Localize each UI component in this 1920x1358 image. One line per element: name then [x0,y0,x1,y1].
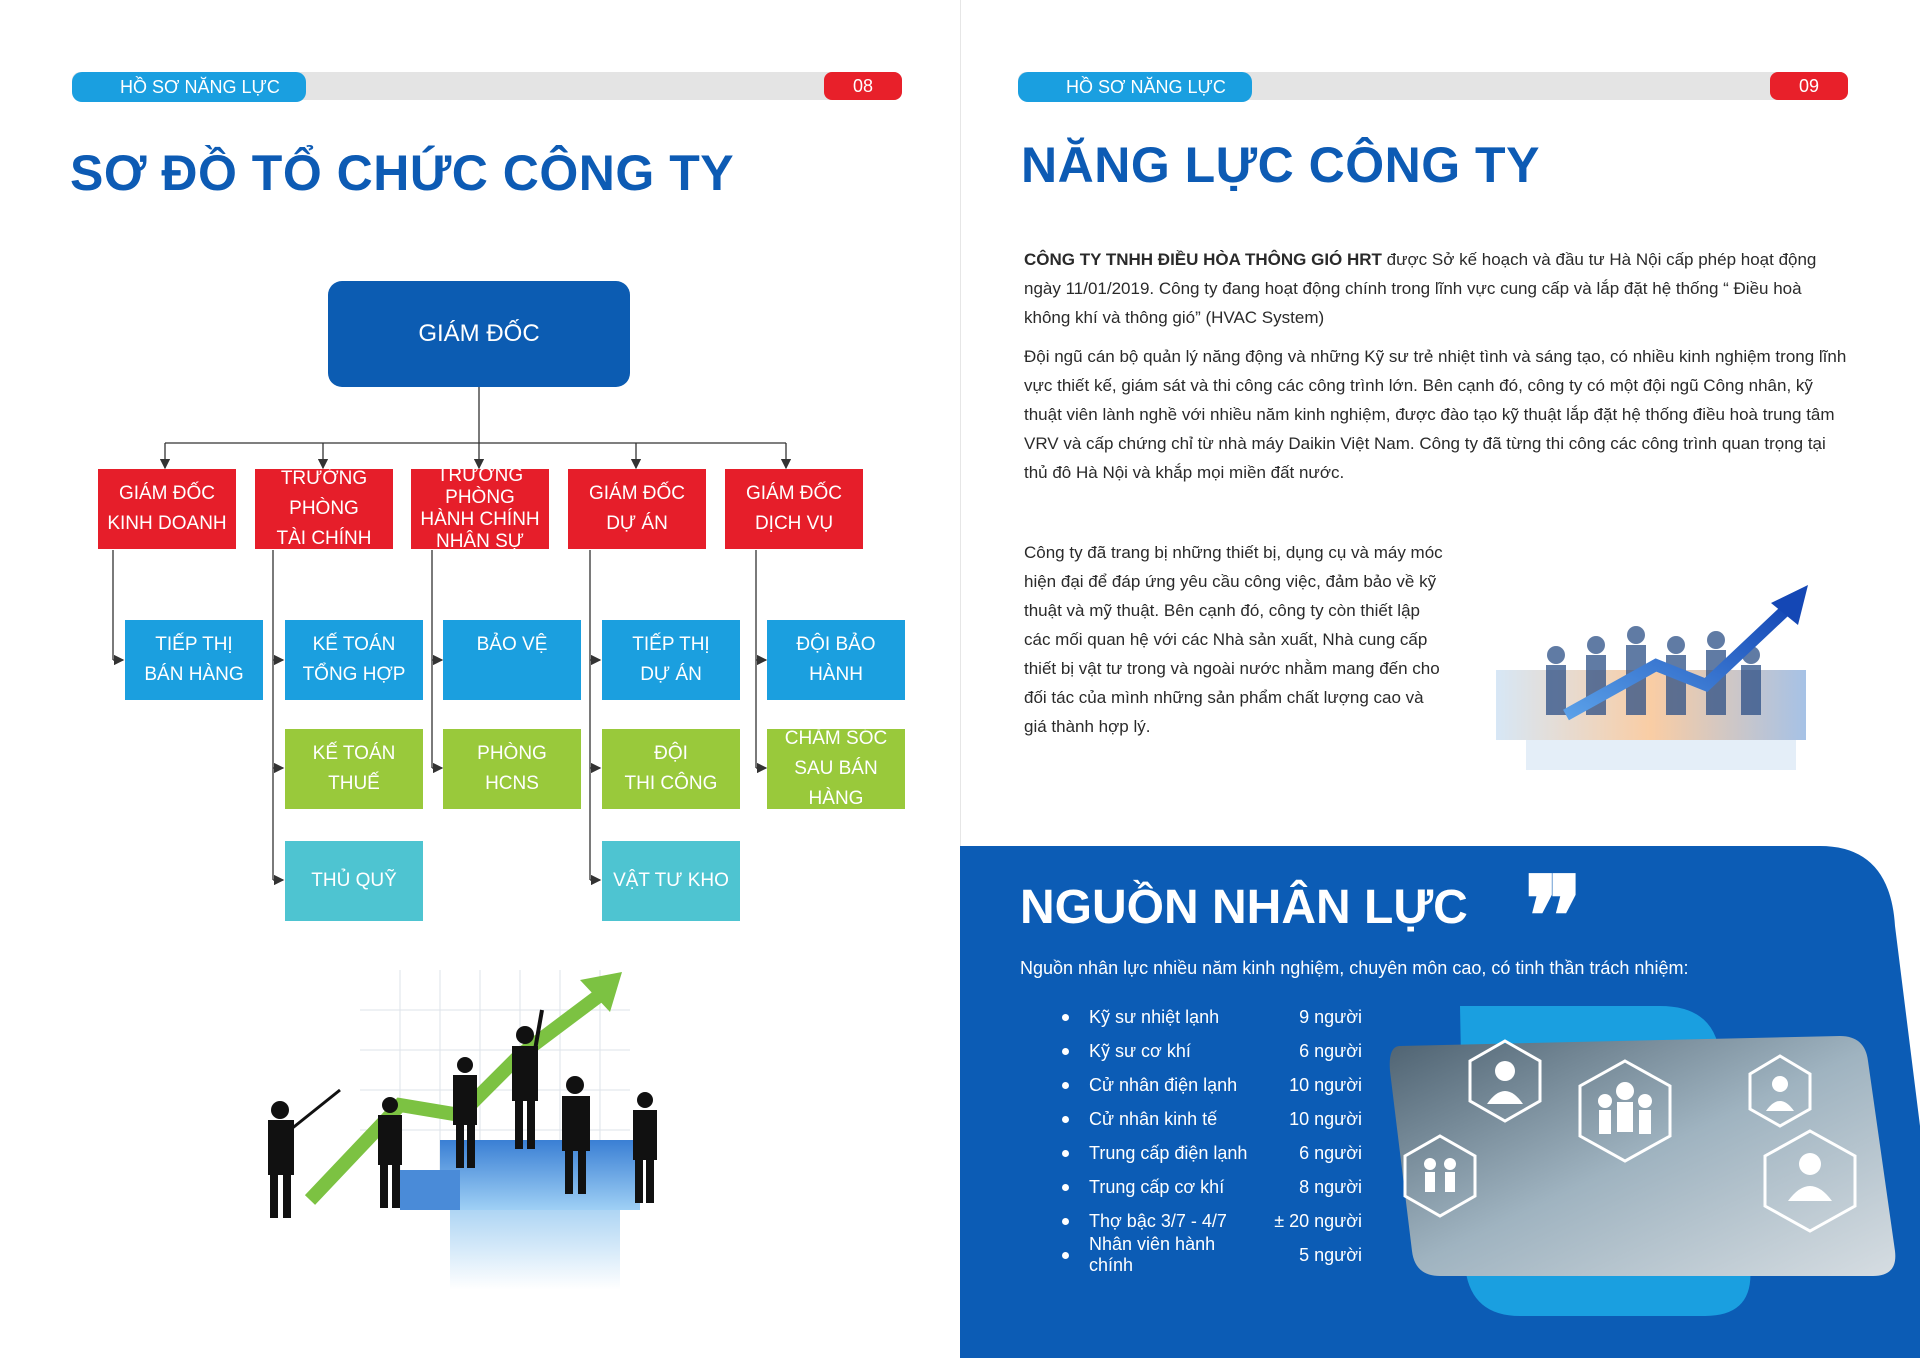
team-growth-arrow-icon [1496,585,1808,770]
list-item: Cử nhân kinh tế 10 người [1062,1102,1362,1136]
staff-count: 6 người [1299,1040,1362,1061]
bullet-icon [1062,1217,1069,1225]
quote-mark-icon: ❞ [1524,852,1584,981]
org-connectors [112,386,792,886]
bullet-icon [1062,1183,1069,1191]
staff-role: Cử nhân điện lạnh [1089,1074,1238,1095]
page-title: SƠ ĐỒ TỔ CHỨC CÔNG TY [70,145,735,201]
staff-count: 6 người [1299,1142,1362,1163]
staff-role: Kỹ sư nhiệt lạnh [1089,1006,1220,1027]
business-team-growth-chart-icon [268,970,657,1290]
org-project-director: GIÁM ĐỐC DỰ ÁN [568,469,706,549]
bullet-icon [1062,1115,1069,1123]
org-admin-hr-dept: PHÒNG HCNS [443,729,581,809]
staff-count: 10 người [1289,1108,1362,1129]
org-warranty-team: ĐỘI BẢO HÀNH [767,620,905,700]
org-hr-head: TRƯỞNG PHÒNG HÀNH CHÍNH NHÂN SỰ [411,465,549,552]
page-number: 09 [1770,72,1848,100]
list-item: Thợ bậc 3/7 - 4/7 ± 20 người [1062,1204,1362,1238]
left-page: HỒ SƠ NĂNG LỰC 08 SƠ ĐỒ TỔ CHỨC CÔNG TY [70,72,905,1290]
bullet-icon [1062,1047,1069,1055]
org-general-accounting: KẾ TOÁN TỔNG HỢP [285,620,423,700]
list-item: Kỹ sư nhiệt lạnh 9 người [1062,1000,1362,1034]
org-construction-team: ĐỘI THI CÔNG [602,729,740,809]
company-name: CÔNG TY TNHH ĐIỀU HÒA THÔNG GIÓ HRT [1024,250,1382,269]
header-tag: HỒ SƠ NĂNG LỰC [1018,72,1252,102]
org-customer-care: CHĂM SÓC SAU BÁN HÀNG [767,728,905,809]
hr-section-subtitle: Nguồn nhân lực nhiều năm kinh nghiệm, ch… [1020,958,1689,978]
list-item: Cử nhân điện lạnh 10 người [1062,1068,1362,1102]
staff-role: Nhân viên hành chính [1089,1234,1216,1275]
org-service-director: GIÁM ĐỐC DỊCH VỤ [725,469,863,549]
staff-count: 5 người [1299,1244,1362,1265]
page-number: 08 [824,72,902,100]
staff-role: Trung cấp điện lạnh [1089,1142,1248,1163]
org-finance-head: TRƯỞNG PHÒNG TÀI CHÍNH [255,468,393,549]
org-treasurer: THỦ QUỸ [285,841,423,921]
bullet-icon [1062,1251,1069,1259]
bullet-icon [1062,1149,1069,1157]
org-security: BẢO VỆ [443,620,581,700]
intro-text: được Sở kế hoạch và đầu tư Hà Nội cấp ph… [1024,250,1817,327]
equipment-paragraph: Công ty đã trang bị những thiết bị, dụng… [1024,543,1443,736]
intro-paragraph: CÔNG TY TNHH ĐIỀU HÒA THÔNG GIÓ HRT được… [1024,245,1850,332]
staff-list: Kỹ sư nhiệt lạnh 9 người Kỹ sư cơ khí 6 ng… [1062,1000,1362,1275]
list-item: Trung cấp cơ khí 8 người [1062,1170,1362,1204]
staff-role: Kỹ sư cơ khí [1089,1040,1191,1061]
staff-role: Thợ bậc 3/7 - 4/7 [1089,1210,1227,1231]
list-item: Kỹ sư cơ khí 6 người [1062,1034,1362,1068]
bullet-icon [1062,1081,1069,1089]
org-project-marketing: TIẾP THỊ DỰ ÁN [602,620,740,700]
org-sales-director: GIÁM ĐỐC KINH DOANH [98,469,236,549]
staff-count: 9 người [1299,1006,1362,1027]
bullet-icon [1062,1013,1069,1021]
list-item: Nhân viên hành chính 5 người [1062,1234,1362,1275]
team-paragraph: Đội ngũ cán bộ quản lý năng động và nhữn… [1024,347,1847,482]
staff-role: Trung cấp cơ khí [1089,1176,1225,1197]
page-title: NĂNG LỰC CÔNG TY [1021,137,1540,193]
staff-count: ± 20 người [1274,1210,1362,1231]
org-tax-accounting: KẾ TOÁN THUẾ [285,729,423,809]
hr-section-title: NGUỒN NHÂN LỰC [1020,881,1468,934]
org-warehouse: VẬT TƯ KHO [602,841,740,921]
list-item: Trung cấp điện lạnh 6 người [1062,1136,1362,1170]
staff-count: 8 người [1299,1176,1362,1197]
header-tag: HỒ SƠ NĂNG LỰC [72,72,306,102]
org-sales-marketing: TIẾP THỊ BÁN HÀNG [125,620,263,700]
hr-panel-background [960,846,1920,1358]
staff-count: 10 người [1289,1074,1362,1095]
staff-role: Cử nhân kinh tế [1089,1108,1218,1129]
org-director: GIÁM ĐỐC [328,281,630,387]
